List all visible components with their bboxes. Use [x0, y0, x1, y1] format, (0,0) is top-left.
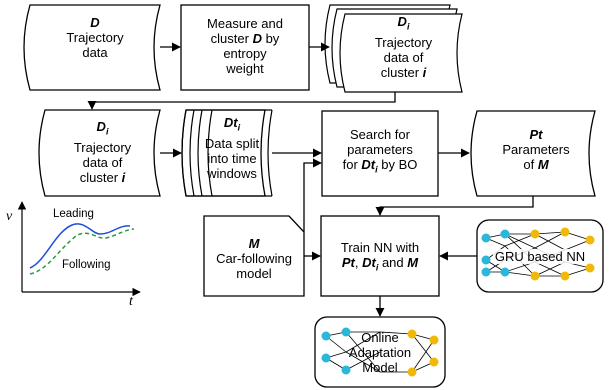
gru-label: GRU based NN	[492, 249, 588, 264]
legend-leading: Leading	[53, 208, 94, 220]
cluster-data-shape-front	[339, 13, 463, 93]
split-layer-2	[189, 109, 195, 197]
legend-following: Following	[62, 259, 111, 271]
online-nodes	[321, 327, 439, 377]
trajectory-label: D Trajectory data	[66, 15, 124, 60]
model-label: M Car-following model	[216, 236, 292, 281]
inset-plot: v t Leading Following	[6, 201, 141, 309]
split-layer-3	[197, 109, 203, 197]
arrow-model-to-search	[303, 158, 322, 232]
measure-cluster-box	[180, 4, 310, 91]
parameters-label: Pt Parameters of M	[502, 127, 570, 172]
online-label: Online Adaptation Model	[348, 330, 412, 375]
parameters-data-shape	[470, 110, 596, 197]
search-box	[321, 110, 439, 197]
clusters-label: Di Trajectory data of cluster i	[374, 14, 433, 80]
trajectory-data-shape	[23, 4, 161, 91]
following-series-line	[29, 228, 135, 275]
leading-series-line	[29, 223, 131, 269]
measure-label: Measure and cluster D by entropy weight	[207, 16, 283, 76]
search-label: Search for parameters for Dti by BO	[342, 127, 418, 175]
split-right-edge-2	[267, 109, 273, 197]
split-layer-4	[207, 109, 213, 197]
plot-y-label: v	[6, 209, 13, 224]
train-nn-box	[320, 215, 440, 297]
cluster-i-data-shape	[38, 109, 161, 197]
arrow-params-to-train	[375, 196, 534, 216]
cluster-i-label: Di Trajectory data of cluster i	[73, 119, 132, 185]
plot-x-label: t	[129, 294, 134, 309]
train-label: Train NN with Pt, Dti and M	[340, 240, 420, 273]
gru-nodes	[481, 227, 595, 281]
split-label: Dti Data split into time windows	[204, 115, 260, 181]
arrow-clusters-to-cluster-i	[87, 92, 396, 110]
car-following-model-box	[203, 215, 305, 297]
